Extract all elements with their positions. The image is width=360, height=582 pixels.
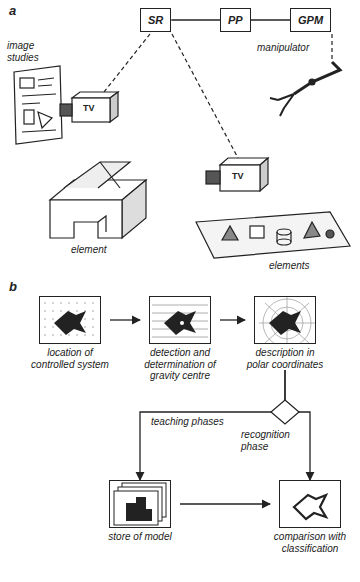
part-label: teaching phases (150, 416, 225, 428)
image-box: location of controlled system (30, 296, 110, 370)
box-label: SR (148, 14, 163, 26)
part-label: manipulator (256, 42, 310, 54)
image-panel (109, 480, 171, 528)
image-caption: detection and determination of gravity c… (140, 347, 220, 382)
process-box: GPM (290, 8, 331, 32)
image-panel (279, 480, 341, 528)
flow-connector (180, 503, 270, 504)
part-label: elements (268, 260, 311, 272)
image-panel (149, 296, 211, 344)
flow-connector (110, 319, 140, 320)
flow-connector (171, 19, 220, 20)
part-label: TV (82, 103, 96, 113)
box-label: GPM (298, 14, 323, 26)
process-box: PP (220, 8, 251, 32)
image-box: description in polar coordinates (245, 296, 325, 370)
image-caption: store of model (100, 531, 180, 543)
part-label: TV (231, 171, 245, 181)
image-caption: location of controlled system (30, 347, 110, 370)
part-label: element (70, 244, 108, 256)
part-letter: a (8, 4, 17, 19)
image-box: store of model (100, 480, 180, 543)
image-caption: description in polar coordinates (245, 347, 325, 370)
process-box: SR (140, 8, 171, 32)
flow-connector (285, 370, 310, 480)
flow-connector (140, 370, 285, 480)
flow-connector (220, 319, 245, 320)
image-panel (254, 296, 316, 344)
image-panel (39, 296, 101, 344)
box-label: PP (228, 14, 243, 26)
image-box: comparison with classification (270, 480, 350, 554)
part-letter: b (8, 280, 18, 295)
part-label: image studies (6, 40, 58, 63)
image-caption: comparison with classification (270, 531, 350, 554)
part-label: recognition phase (240, 429, 298, 452)
image-box: detection and determination of gravity c… (140, 296, 220, 382)
flow-connector (251, 19, 290, 20)
